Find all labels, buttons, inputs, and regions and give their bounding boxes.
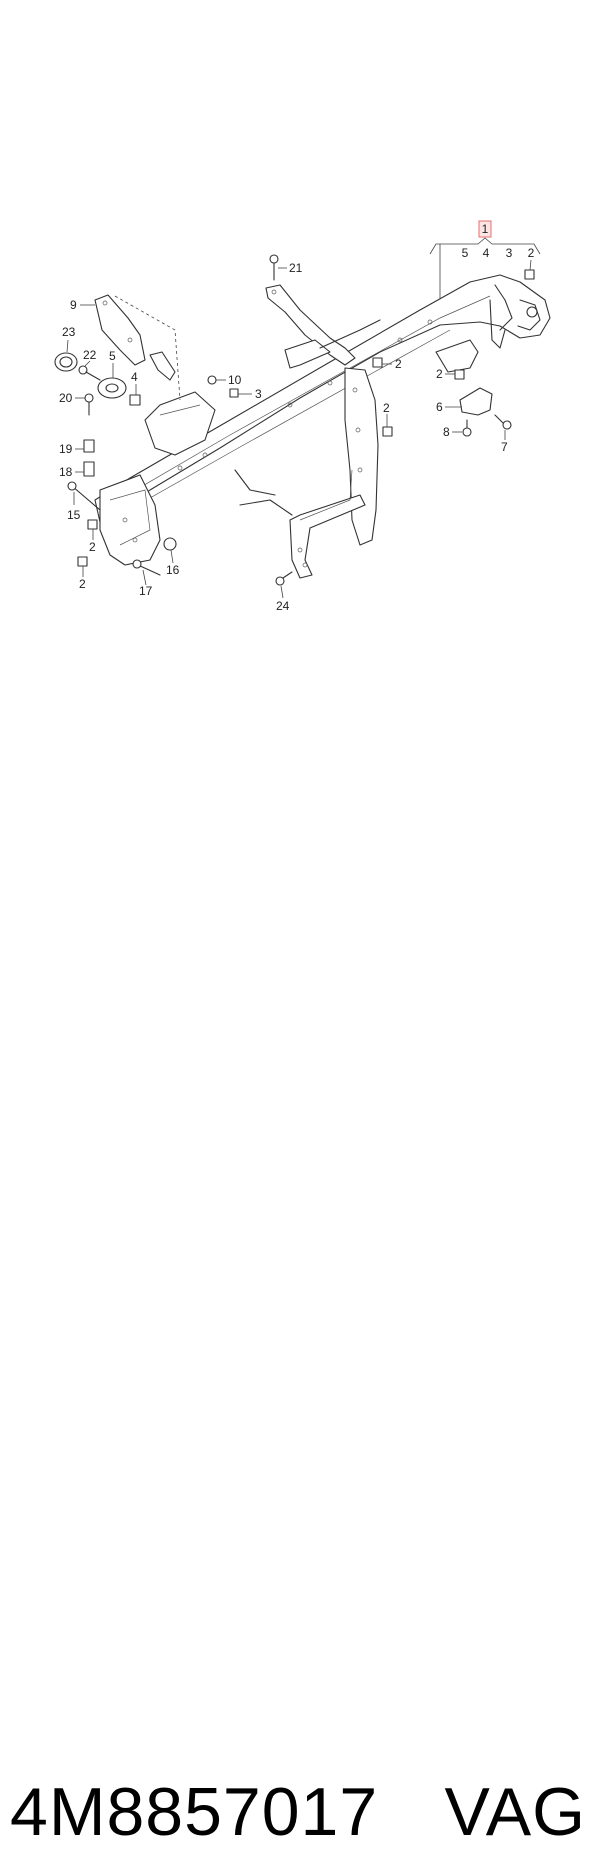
callout-6: 6 (436, 400, 443, 414)
left-end-bracket (99, 391, 216, 566)
clip-2-mid-right (372, 357, 383, 368)
callout-2-right-bracket: 2 (436, 367, 443, 381)
brand-label: VAG (444, 1774, 586, 1850)
callout-1: 1 (482, 222, 489, 236)
callout-2-left-low: 2 (89, 540, 96, 554)
leader-lines (66, 259, 532, 599)
bolt-22 (78, 365, 101, 381)
part-number: 4M8857017 (10, 1774, 379, 1850)
clip-2-left-low (87, 519, 98, 530)
clip-2-center (382, 426, 393, 437)
callout-19: 19 (59, 442, 73, 456)
bolt-18 (83, 461, 95, 477)
upper-strut (265, 284, 381, 369)
parts-diagram: 1 5 4 3 2 (54, 220, 551, 613)
callout-3-top: 3 (506, 246, 513, 260)
callout-2-center: 2 (383, 401, 390, 415)
callout-8: 8 (443, 425, 450, 439)
callout-20: 20 (59, 391, 73, 405)
callout-16: 16 (166, 563, 180, 577)
bolt-24 (275, 571, 293, 586)
center-console-support (234, 367, 379, 579)
callout-5-top: 5 (462, 246, 469, 260)
nut-10 (207, 375, 217, 385)
callout-17: 17 (139, 584, 153, 598)
callout-21: 21 (289, 261, 303, 275)
callout-2-top: 2 (528, 246, 535, 260)
callout-15: 15 (67, 508, 81, 522)
clip-2-right-bracket (454, 369, 465, 380)
callout-4-top: 4 (483, 246, 490, 260)
callout-4-left: 4 (131, 370, 138, 384)
bolt-8 (462, 419, 472, 437)
bushing-5 (97, 377, 127, 399)
bracket-9 (94, 294, 181, 401)
callout-7: 7 (501, 440, 508, 454)
callout-2-bottom-left: 2 (79, 577, 86, 591)
bolt-17 (132, 559, 161, 576)
right-bracket-6 (435, 339, 493, 416)
washer-23 (54, 352, 78, 372)
callout-5-left: 5 (109, 349, 116, 363)
clip-4-left (129, 394, 141, 406)
callout-2-mid-right: 2 (395, 357, 402, 371)
stud-15 (67, 481, 101, 511)
callout-10: 10 (228, 373, 242, 387)
bolt-7 (494, 414, 512, 430)
nut-16 (163, 537, 177, 551)
callout-9: 9 (70, 298, 77, 312)
bolt-20 (84, 393, 94, 416)
caption: 4M8857017 VAG (0, 880, 600, 1850)
clip-3-mid (229, 388, 239, 398)
clip-2-bottom-left (77, 556, 88, 567)
callout-24: 24 (276, 599, 290, 613)
bolt-21 (269, 254, 279, 281)
callout-18: 18 (59, 465, 73, 479)
callout-3-mid: 3 (255, 387, 262, 401)
bolt-19 (83, 439, 95, 453)
callout-23: 23 (62, 325, 76, 339)
clip-2-top (524, 269, 535, 280)
callout-22: 22 (83, 348, 97, 362)
